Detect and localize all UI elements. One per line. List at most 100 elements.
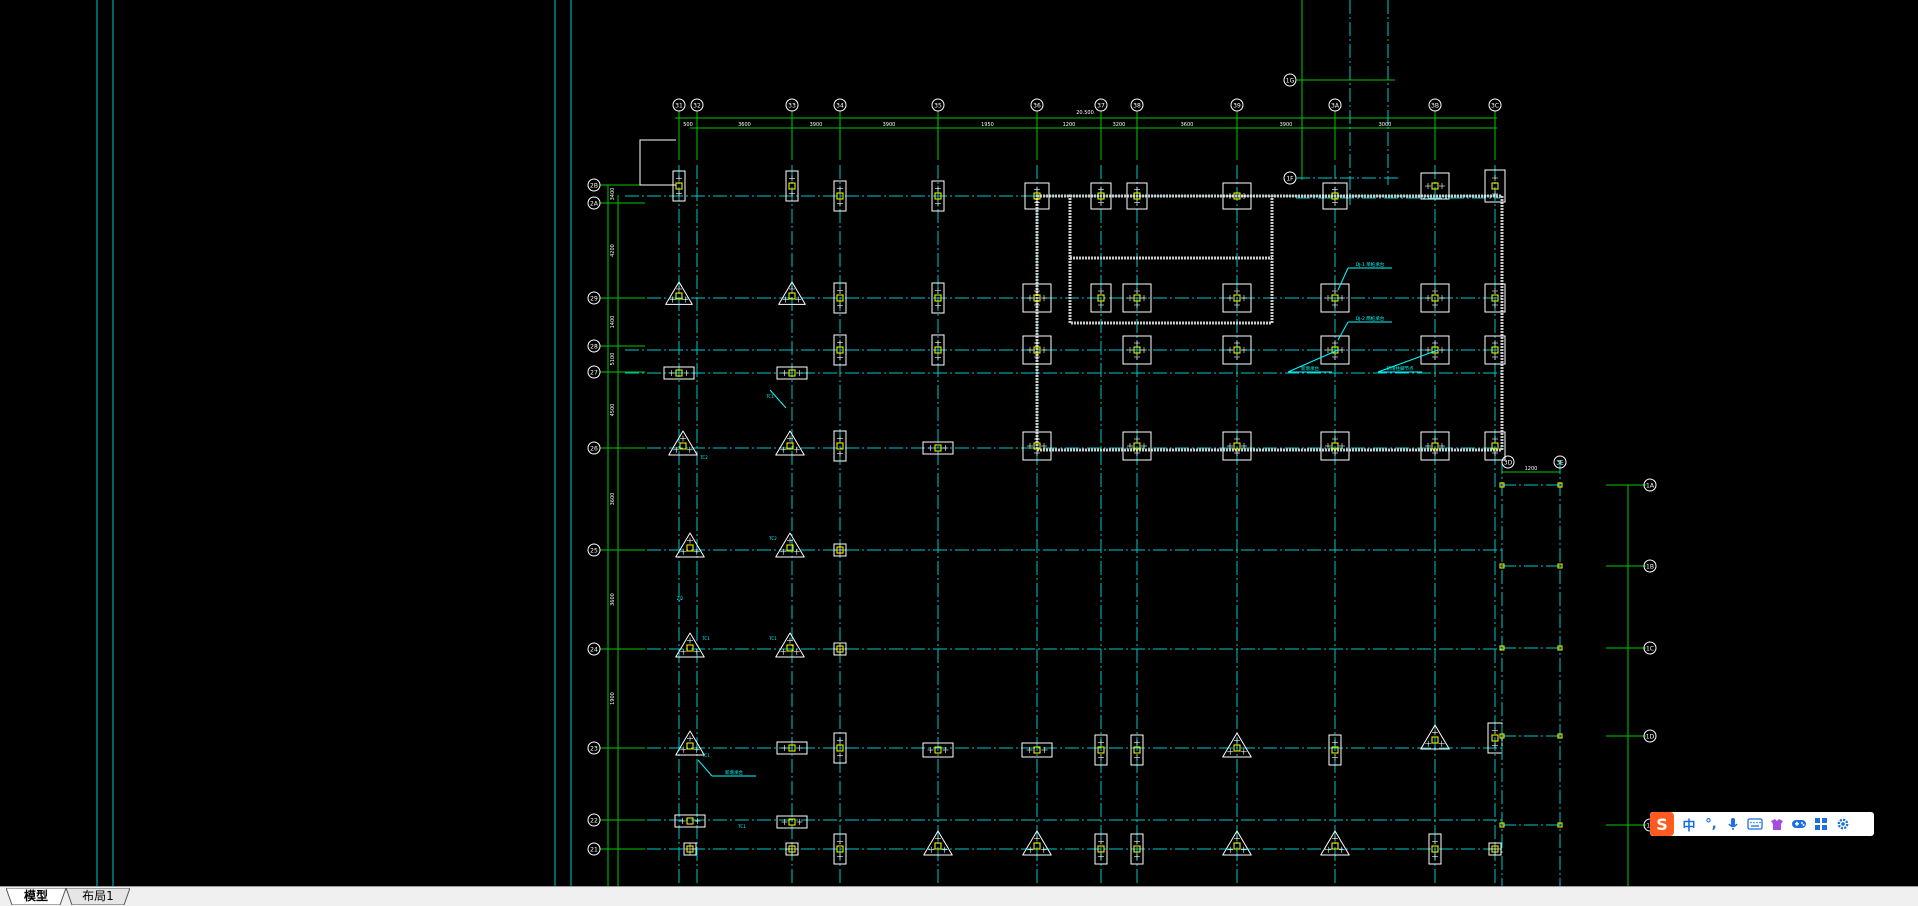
column [1233, 744, 1241, 752]
column [1133, 192, 1141, 200]
left-axis-bubble-label: 26 [590, 446, 598, 453]
footing-triangle [675, 532, 705, 558]
annotation-tag: TC1 [701, 753, 710, 758]
footing-rect [776, 815, 808, 829]
footing-rect [1130, 833, 1144, 865]
right-axis-bubble-label: 1A [1646, 483, 1655, 490]
left-axis-bubble-circle [587, 196, 601, 210]
left-axis-bubble-circle [587, 365, 601, 379]
ime-toolbar[interactable]: S 中 °, [1650, 812, 1874, 836]
tab-model[interactable]: 模型 [6, 888, 66, 905]
column [1491, 346, 1499, 354]
column-small [1557, 822, 1563, 828]
left-axis-bubble-label: 24 [590, 647, 598, 654]
left-axis-bubble-label: 2B [590, 183, 598, 190]
column [836, 645, 844, 653]
column [1431, 182, 1439, 190]
column [786, 544, 794, 552]
footing-triangle [1222, 830, 1252, 856]
right-axis-bubble-circle [1643, 478, 1657, 492]
column [1097, 192, 1105, 200]
footing-rect [1484, 431, 1506, 461]
top-axis-bubble-label: 31 [675, 103, 683, 110]
footing-rect [931, 282, 945, 314]
footing-rect [776, 741, 808, 755]
callout-dj2-text: DJ-2 两桩承台 [1356, 315, 1385, 322]
column [836, 346, 844, 354]
left-axis-bubble-label: 27 [590, 370, 598, 377]
annotation-tag: TC2 [699, 455, 708, 460]
tab-layout1[interactable]: 布局1 [66, 888, 130, 905]
ime-punctuation-toggle[interactable]: °, [1705, 816, 1717, 832]
left-axis-bubble-circle [587, 543, 601, 557]
column [1491, 294, 1499, 302]
footing-triangle [775, 532, 805, 558]
left-axis-bubble-label: 25 [590, 548, 598, 555]
column [1331, 842, 1339, 850]
microphone-icon[interactable] [1722, 812, 1744, 836]
footing-rect [1420, 172, 1450, 200]
footing-rect [776, 366, 808, 380]
column [836, 294, 844, 302]
elevation-text: 20.500 [1076, 110, 1094, 116]
dimension-text-top: 3600 [738, 122, 751, 128]
footing-triangle [1420, 724, 1450, 750]
grid-icon[interactable] [1810, 812, 1832, 836]
dimension-text-left: 4500 [610, 404, 616, 417]
dimension-text-top: 500 [683, 122, 693, 128]
footing-rect [1222, 335, 1252, 365]
column [788, 845, 796, 853]
callout-new-footing-text: 新增承台 [1301, 365, 1319, 372]
dimension-text-top: 1950 [981, 122, 994, 128]
column [836, 442, 844, 450]
dimension-text-left: 4200 [610, 244, 616, 257]
gamepad-icon[interactable] [1788, 812, 1810, 836]
left-axis-bubble-circle [587, 813, 601, 827]
annotation-tag: ZJ2 [677, 596, 684, 601]
column-small [1557, 733, 1563, 739]
dimension-text-left: 3600 [610, 593, 616, 606]
footing-rect [1122, 431, 1152, 461]
column [788, 818, 796, 826]
footing-triangle [778, 281, 806, 305]
footing-rect [1420, 283, 1450, 313]
column-small [1499, 733, 1505, 739]
column [786, 644, 794, 652]
skin-icon[interactable] [1766, 812, 1788, 836]
column [686, 742, 694, 750]
footing-rect [1122, 283, 1152, 313]
column [1033, 442, 1041, 450]
left-axis-bubble-circle [587, 291, 601, 305]
footing-rect [1484, 283, 1506, 313]
column [1491, 845, 1499, 853]
column [1033, 294, 1041, 302]
left-axis-bubble-circle [587, 339, 601, 353]
column [1331, 746, 1339, 754]
column-small [1499, 645, 1505, 651]
footing-rect [663, 366, 695, 380]
column [675, 369, 683, 377]
footing-rect [1320, 431, 1350, 461]
right-axis-bubble-circle [1643, 729, 1657, 743]
top-axis-bubble-label: 36 [1033, 103, 1041, 110]
right-top-bubble-label: 3D [1504, 460, 1513, 467]
callout-new-footing-2-text: 新增承台 [725, 769, 743, 776]
column [679, 442, 687, 450]
boundary-outline [639, 139, 676, 186]
callout-dj1-text: DJ-1 单桩承台 [1356, 261, 1385, 268]
annotation-tag: TC1 [701, 636, 710, 641]
keyboard-icon[interactable] [1744, 812, 1766, 836]
top-axis-bubble-circle [1030, 98, 1044, 112]
ime-language-toggle[interactable]: 中 [1682, 818, 1696, 834]
column [1033, 346, 1041, 354]
column [1331, 192, 1339, 200]
footing-rect [1328, 734, 1342, 766]
top-axis-bubble-label: 37 [1097, 103, 1105, 110]
top-axis-bubble-circle [1094, 98, 1108, 112]
footing-rect [833, 282, 847, 314]
settings-icon[interactable] [1832, 812, 1854, 836]
footing-rect [833, 833, 847, 865]
sogou-logo-icon[interactable]: S [1650, 812, 1674, 836]
